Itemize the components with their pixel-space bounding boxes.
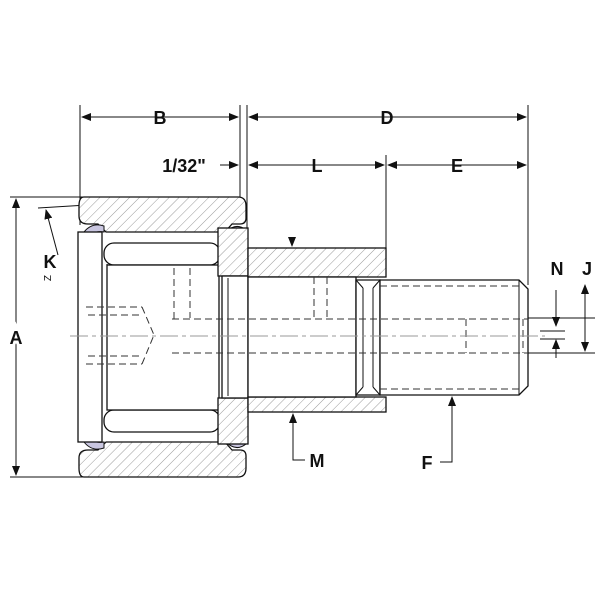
label-B: B xyxy=(154,108,167,128)
dimension-lines xyxy=(12,113,589,476)
label-D: D xyxy=(381,108,394,128)
inner-race xyxy=(106,264,220,411)
label-K-sub: Z xyxy=(43,275,54,281)
label-M: M xyxy=(310,451,325,471)
washer-bottom xyxy=(217,397,249,445)
hidden-lines xyxy=(86,268,528,390)
roller-top xyxy=(103,242,221,266)
label-L: L xyxy=(312,156,323,176)
label-J: J xyxy=(582,259,592,279)
stud-head xyxy=(77,231,103,443)
stud-groove xyxy=(355,279,381,396)
stud-shaft xyxy=(247,276,357,398)
label-A: A xyxy=(10,328,23,348)
label-K: K xyxy=(44,252,57,272)
roller-bottom xyxy=(103,409,221,433)
housing-bottom xyxy=(247,396,387,413)
label-N: N xyxy=(551,259,564,279)
extension-lines xyxy=(10,105,595,478)
housing-top xyxy=(247,247,387,278)
label-E: E xyxy=(451,156,463,176)
label-F: F xyxy=(422,453,433,473)
stud-shoulder xyxy=(221,275,249,399)
label-clearance: 1/32" xyxy=(162,156,206,176)
washer-top xyxy=(217,227,249,277)
stud-thread xyxy=(379,279,529,396)
